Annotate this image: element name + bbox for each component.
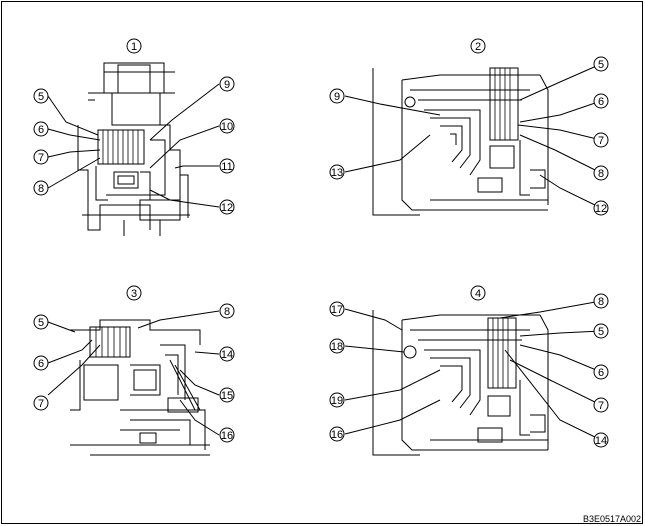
- panel-4-drawing: [344, 300, 602, 456]
- svg-text:7: 7: [598, 135, 604, 147]
- callout-4-17: 17: [329, 301, 345, 317]
- callout-2-9: 9: [329, 88, 345, 104]
- svg-text:2: 2: [475, 41, 481, 53]
- svg-text:6: 6: [38, 124, 44, 136]
- svg-text:6: 6: [38, 358, 44, 370]
- callout-2-12: 12: [593, 200, 609, 216]
- callout-4-19: 19: [329, 392, 345, 408]
- svg-text:12: 12: [595, 203, 607, 215]
- callout-1-10: 10: [219, 118, 235, 134]
- panel-number-3: 3: [126, 285, 142, 301]
- svg-text:5: 5: [598, 326, 604, 338]
- callout-2-8: 8: [593, 165, 609, 181]
- callout-3-16: 16: [219, 427, 235, 443]
- callout-1-5: 5: [33, 88, 49, 104]
- svg-text:4: 4: [475, 288, 481, 300]
- callout-4-6: 6: [593, 364, 609, 380]
- svg-text:18: 18: [331, 341, 343, 353]
- svg-text:19: 19: [331, 395, 343, 407]
- callout-1-7: 7: [33, 149, 49, 165]
- svg-text:8: 8: [38, 183, 44, 195]
- callout-3-5: 5: [33, 314, 49, 330]
- panel-number-4: 4: [470, 285, 486, 301]
- callout-2-13: 13: [329, 164, 345, 180]
- callout-3-7: 7: [33, 395, 49, 411]
- callout-1-12: 12: [219, 199, 235, 215]
- svg-text:1: 1: [131, 41, 137, 53]
- panel-1-drawing: [47, 62, 220, 236]
- svg-text:16: 16: [221, 430, 233, 442]
- svg-text:7: 7: [38, 152, 44, 164]
- callout-4-5: 5: [593, 323, 609, 339]
- svg-text:5: 5: [598, 59, 604, 71]
- callout-4-14: 14: [593, 432, 609, 448]
- panel-2-drawing: [344, 63, 602, 216]
- callout-2-5: 5: [593, 56, 609, 72]
- svg-text:11: 11: [221, 161, 232, 173]
- svg-text:6: 6: [598, 96, 604, 108]
- svg-text:7: 7: [598, 400, 604, 412]
- callout-3-6: 6: [33, 355, 49, 371]
- panel-number-2: 2: [470, 38, 486, 54]
- callout-1-8: 8: [33, 180, 49, 196]
- svg-text:13: 13: [331, 167, 343, 179]
- callout-2-7: 7: [593, 132, 609, 148]
- callout-4-16: 16: [329, 426, 345, 442]
- callout-1-11: 11: [219, 158, 235, 174]
- svg-text:3: 3: [131, 288, 137, 300]
- callout-3-14: 14: [219, 346, 235, 362]
- svg-text:17: 17: [331, 304, 343, 316]
- svg-text:9: 9: [224, 79, 230, 91]
- panel-number-1: 1: [126, 38, 142, 54]
- svg-text:14: 14: [221, 349, 233, 361]
- callout-3-15: 15: [219, 387, 235, 403]
- svg-text:6: 6: [598, 367, 604, 379]
- svg-text:16: 16: [331, 429, 343, 441]
- callout-4-18: 18: [329, 338, 345, 354]
- svg-text:8: 8: [598, 168, 604, 180]
- svg-text:7: 7: [38, 398, 44, 410]
- panel-3-drawing: [47, 310, 220, 456]
- svg-text:10: 10: [221, 121, 233, 133]
- svg-text:8: 8: [224, 306, 230, 318]
- svg-text:5: 5: [38, 91, 44, 103]
- callout-2-6: 6: [593, 93, 609, 109]
- svg-text:9: 9: [334, 91, 340, 103]
- svg-text:8: 8: [598, 296, 604, 308]
- callout-3-8: 8: [219, 303, 235, 319]
- svg-text:5: 5: [38, 317, 44, 329]
- svg-text:14: 14: [595, 435, 607, 447]
- callout-1-6: 6: [33, 121, 49, 137]
- callout-4-8: 8: [593, 293, 609, 309]
- svg-text:15: 15: [221, 390, 233, 402]
- figure-code: B3E0517A002: [582, 514, 641, 524]
- callout-1-9: 9: [219, 76, 235, 92]
- svg-text:12: 12: [221, 202, 233, 214]
- callout-4-7: 7: [593, 397, 609, 413]
